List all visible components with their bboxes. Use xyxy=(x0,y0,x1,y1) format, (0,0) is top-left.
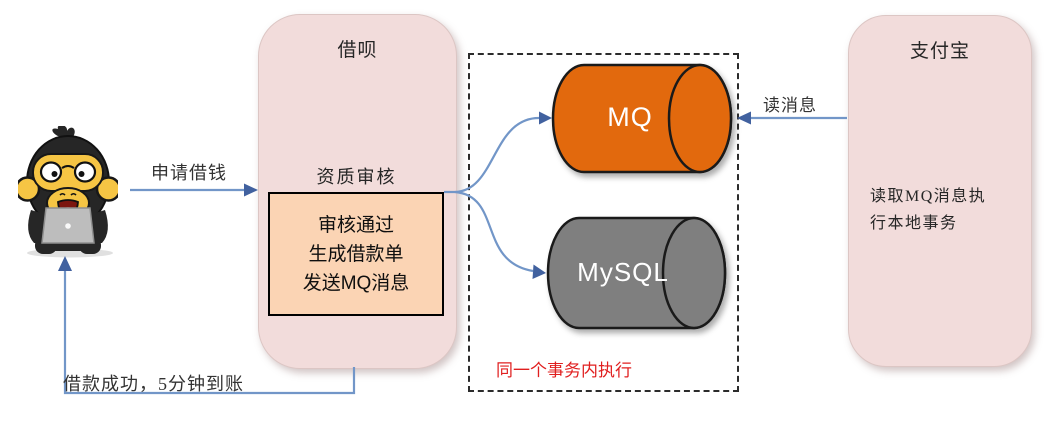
read-message-arrow-label: 读消息 xyxy=(763,96,817,115)
monkey-hair-tuft xyxy=(52,126,75,138)
laptop-logo-dot xyxy=(65,223,71,229)
step-line: 发送MQ消息 xyxy=(302,272,410,294)
apply-arrow-label: 申请借钱 xyxy=(151,163,227,183)
transaction-note: 同一个事务内执行 xyxy=(496,361,632,380)
step-line: 审核通过 xyxy=(317,214,394,236)
alipay-desc-line: 行本地事务 xyxy=(870,215,958,232)
monkey-pupil-left xyxy=(51,171,58,177)
alipay-title: 支付宝 xyxy=(909,41,970,62)
monkey-ear-left xyxy=(18,176,41,202)
monkey-brow xyxy=(61,165,75,169)
review-label: 资质审核 xyxy=(316,167,397,187)
monkey-eye-right xyxy=(73,161,97,183)
alipay-desc-line: 读取MQ消息执 xyxy=(870,188,987,205)
success-arrow-label: 借款成功，5分钟到账 xyxy=(63,374,244,394)
alipay-panel: 支付宝 xyxy=(848,15,1032,367)
monkey-pupil-right xyxy=(78,171,85,177)
mysql-label: MySQL xyxy=(577,257,669,287)
apply-arrow-head xyxy=(244,183,258,197)
alipay-description: 读取MQ消息执 行本地事务 xyxy=(870,183,1010,237)
monkey-ear-right xyxy=(95,176,118,202)
monkey-user-icon xyxy=(18,126,118,258)
read-message-arrow-head xyxy=(737,111,751,125)
step-line: 生成借款单 xyxy=(308,243,404,265)
approval-step-box: 审核通过 生成借款单 发送MQ消息 xyxy=(268,192,444,316)
monkey-eye-left xyxy=(39,161,63,183)
jiebei-title: 借呗 xyxy=(337,40,378,61)
success-return-arrow-head xyxy=(58,256,72,271)
monkey-nostrils xyxy=(59,192,77,196)
mq-label: MQ xyxy=(607,102,653,132)
